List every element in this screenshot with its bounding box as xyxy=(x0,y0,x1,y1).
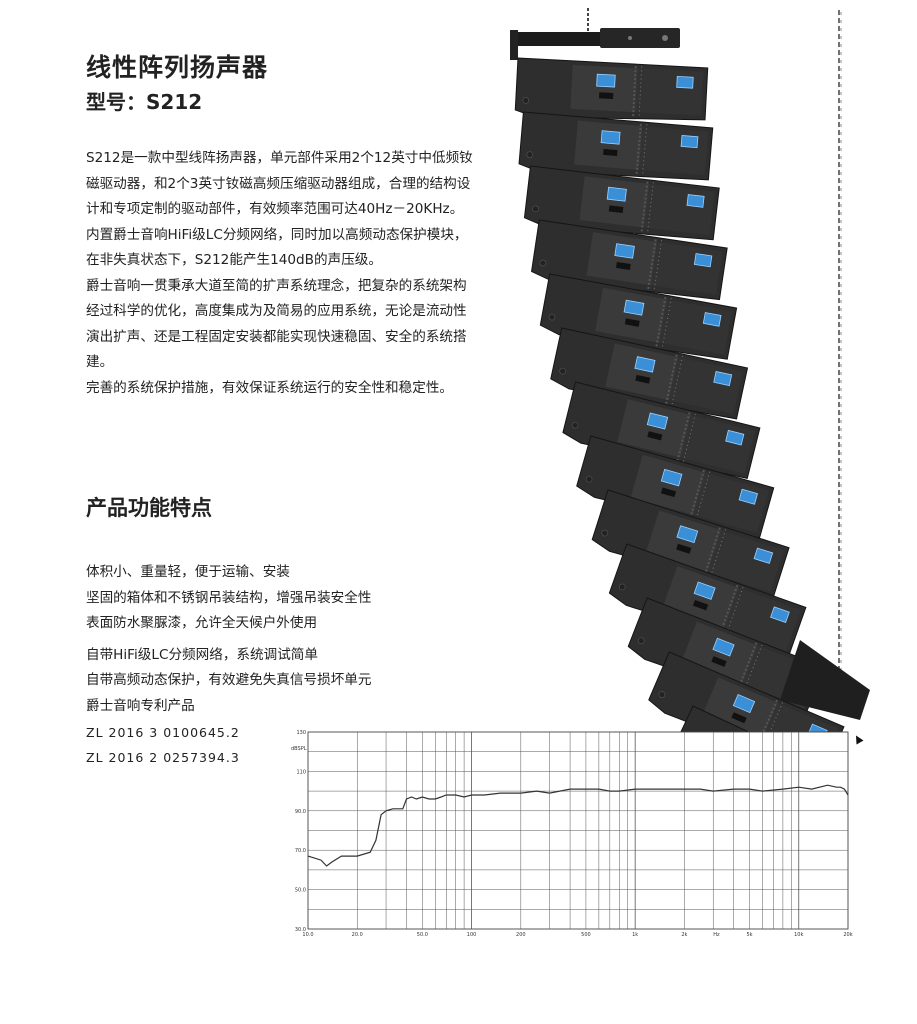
patent-number: ZL 2016 3 0100645.2 xyxy=(86,725,240,740)
x-tick-label: 20k xyxy=(843,932,852,938)
y-tick-label: 90.0 xyxy=(295,809,306,815)
speaker-cabinet xyxy=(550,327,749,420)
y-tick-label: 30.0 xyxy=(295,927,306,933)
patent-list: ZL 2016 3 0100645.2 ZL 2016 2 0257394.3 xyxy=(86,720,240,770)
response-curve xyxy=(307,784,849,867)
feature-item: 自带高频动态保护，有效避免失真信号损坏单元 xyxy=(86,672,372,688)
x-tick-label: 5k xyxy=(746,932,752,938)
x-tick-label: 1k xyxy=(632,932,638,938)
description-paragraph: 内置爵士音响HiFi级LC分频网络，同时加以高频动态保护模块，在非失真状态下，S… xyxy=(86,226,468,269)
speaker-cabinet xyxy=(562,381,761,480)
x-tick-label: 10.0 xyxy=(302,932,313,938)
chain-icon xyxy=(838,10,842,700)
speaker-cabinet xyxy=(648,651,845,735)
feature-item: 爵士音响专利产品 xyxy=(86,697,195,714)
x-tick-label: 20.0 xyxy=(352,932,363,938)
feature-item: 体积小、重量轻，便于运输、安装 xyxy=(86,564,290,580)
y-tick-label: 70.0 xyxy=(295,848,306,854)
model-number: 型号：S212 xyxy=(86,90,203,114)
speaker-cabinet xyxy=(576,435,775,539)
feature-item: 自带HiFi级LC分频网络，系统调试简单 xyxy=(86,646,318,663)
speaker-cabinet xyxy=(514,57,709,121)
frequency-response-chart: 10.0 20.0 50.0 100 200 500 1k 2k 5k 10k 20k 130 110 9… xyxy=(291,730,853,938)
patent-number: ZL 2016 2 0257394.3 xyxy=(86,750,240,765)
product-title: 线性阵列扬声器 xyxy=(86,53,269,82)
description-paragraph: 爵士音响一贯秉承大道至简的扩声系统理念，把复杂的系统架构经过科学的优化，高度集成… xyxy=(86,277,467,371)
product-description: S212是一款中型线阵扬声器，单元部件采用2个12英寸中低频钕磁驱动器，和2个3… xyxy=(86,146,476,401)
y-axis-label: dBSPL xyxy=(291,746,307,752)
features-heading: 产品功能特点 xyxy=(86,496,212,520)
x-tick-label: 100 xyxy=(467,932,477,938)
x-tick-label: 2k xyxy=(681,932,687,938)
y-tick-label: 110 xyxy=(296,769,306,775)
speaker-cabinets xyxy=(514,57,866,735)
x-tick-label: 200 xyxy=(516,932,526,938)
speaker-cabinet xyxy=(518,111,714,181)
y-tick-label: 50.0 xyxy=(295,888,306,894)
x-tick-label: 10k xyxy=(794,932,803,938)
speaker-cabinet xyxy=(627,597,825,717)
speaker-cabinet xyxy=(523,165,720,241)
feature-item: 表面防水聚脲漆，允许全天候户外使用 xyxy=(86,615,318,631)
x-axis-label: Hz xyxy=(713,932,720,938)
y-tick-label: 130 xyxy=(296,730,306,736)
features-list: 体积小、重量轻，便于运输、安装 坚固的箱体和不锈钢吊装结构，增强吊装安全性 表面… xyxy=(86,560,371,719)
x-tick-label: 50.0 xyxy=(417,932,428,938)
feature-item: 坚固的箱体和不锈钢吊装结构，增强吊装安全性 xyxy=(86,589,372,606)
description-paragraph: 完善的系统保护措施，有效保证系统运行的安全性和稳定性。 xyxy=(86,379,454,396)
description-paragraph: S212是一款中型线阵扬声器，单元部件采用2个12英寸中低频钕磁驱动器，和2个3… xyxy=(86,150,473,217)
rigging-bar xyxy=(510,28,680,60)
speaker-cabinet xyxy=(591,489,790,598)
x-tick-label: 500 xyxy=(581,932,591,938)
line-array-speaker-image xyxy=(510,8,870,735)
